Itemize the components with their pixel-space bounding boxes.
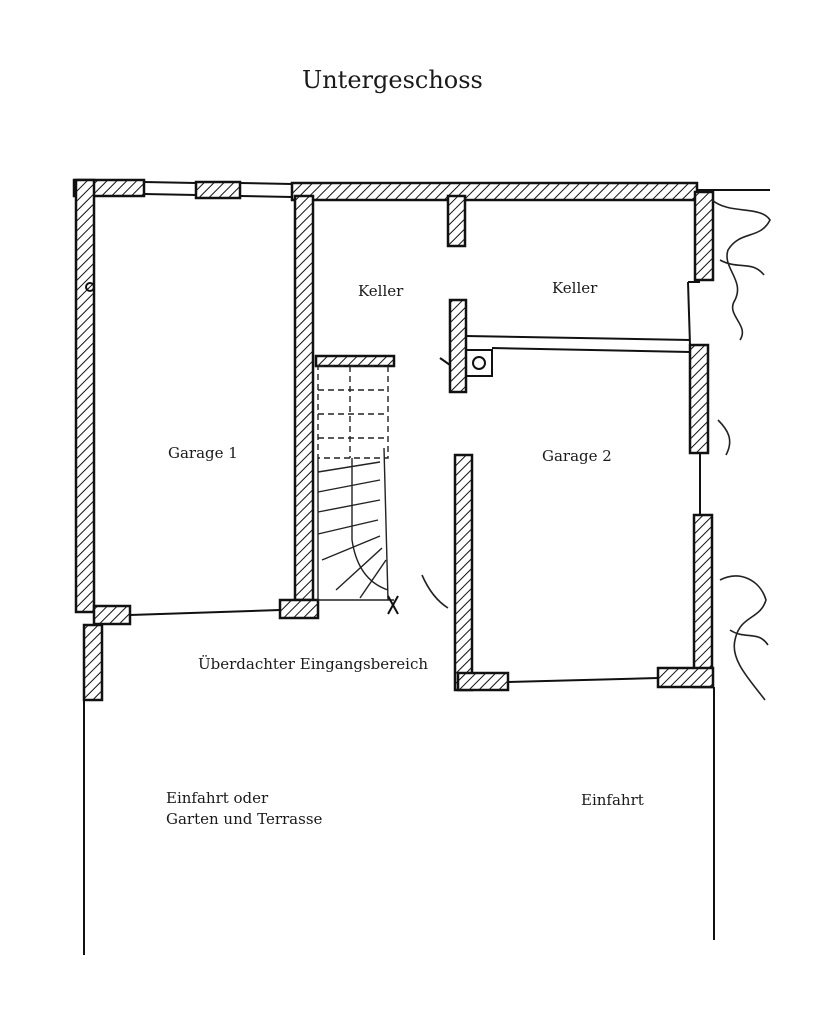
- room-label-garage-1: Garage 1: [168, 444, 238, 462]
- door-swing: [421, 574, 449, 609]
- area-label-driveway-right: Einfahrt: [581, 791, 644, 809]
- stair: [317, 365, 399, 615]
- area-label-driveway-left-1: Einfahrt oder: [166, 789, 269, 807]
- area-label-driveway-left-2: Garten und Terrasse: [166, 810, 323, 828]
- area-label-entrance: Überdachter Eingangsbereich: [198, 655, 428, 673]
- exterior-walls: [72, 178, 770, 955]
- room-label-garage-2: Garage 2: [542, 447, 612, 465]
- room-label-keller-right: Keller: [552, 279, 598, 297]
- interior-walls: [129, 194, 715, 692]
- plan-title: Untergeschoss: [302, 66, 483, 94]
- room-label-keller-left: Keller: [358, 282, 404, 300]
- vegetation-sketch: [711, 199, 771, 701]
